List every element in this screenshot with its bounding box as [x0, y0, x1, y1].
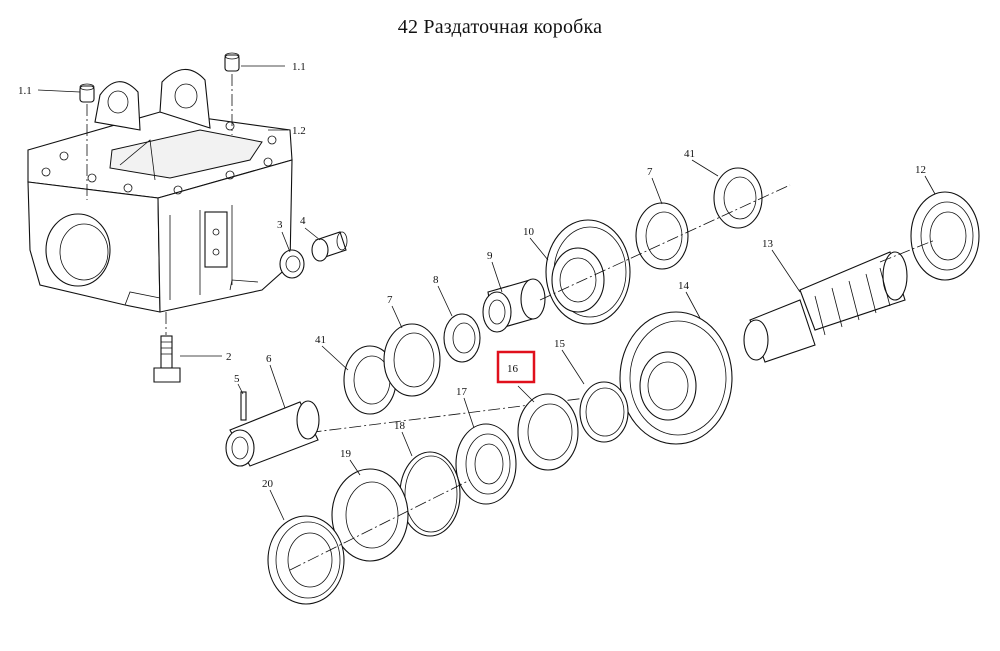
washer-3[interactable] [279, 249, 305, 279]
bolt-2[interactable] [153, 312, 181, 383]
label-14: 14 [678, 280, 690, 292]
washer-7-upper[interactable] [635, 202, 689, 270]
diagram-title: 42 Раздаточная коробка [397, 16, 603, 38]
snap-ring-18[interactable] [399, 451, 461, 537]
plug-4[interactable] [311, 231, 348, 262]
label-18: 18 [394, 420, 406, 432]
gear-14[interactable] [619, 311, 733, 445]
part-labels: 1.1 1.1 1.2 2 3 4 5 6 41 7 8 9 10 7 41 1… [18, 61, 926, 490]
washer-7-lower[interactable] [383, 323, 441, 397]
plug-1-1-left[interactable] [79, 83, 95, 103]
bearing-12[interactable] [910, 191, 980, 281]
label-1-1-right: 1.1 [292, 61, 306, 73]
oil-seal-20[interactable] [267, 515, 345, 605]
label-5: 5 [234, 373, 240, 385]
label-16: 16 [507, 363, 519, 375]
highlight-box-16 [496, 350, 536, 384]
label-9: 9 [487, 250, 493, 262]
label-4: 4 [300, 215, 306, 227]
label-13: 13 [762, 238, 774, 250]
label-41-lower: 41 [315, 334, 326, 346]
gear-10[interactable] [545, 219, 631, 325]
label-12: 12 [915, 164, 926, 176]
thrust-washer-41-lower[interactable] [343, 345, 397, 415]
gearbox-housing[interactable] [27, 68, 293, 313]
label-3: 3 [277, 219, 283, 231]
label-8: 8 [433, 274, 439, 286]
splined-bushing-9[interactable] [482, 278, 546, 333]
ring-8[interactable] [443, 313, 481, 363]
splined-shaft-13[interactable] [743, 251, 908, 363]
ring-16[interactable] [517, 393, 579, 471]
bearing-17[interactable] [455, 423, 517, 505]
cover-19[interactable] [331, 468, 409, 562]
shaft-6[interactable] [225, 400, 320, 467]
circlip-15[interactable] [579, 381, 629, 443]
label-1-2: 1.2 [292, 125, 306, 137]
pin-5[interactable] [240, 391, 247, 421]
label-6: 6 [266, 353, 272, 365]
label-7-upper: 7 [647, 166, 653, 178]
label-17: 17 [456, 386, 468, 398]
label-15: 15 [554, 338, 566, 350]
leader-lines [37, 65, 936, 521]
thrust-washer-41-upper[interactable] [713, 167, 763, 229]
label-41-upper: 41 [684, 148, 695, 160]
label-10: 10 [523, 226, 535, 238]
label-2: 2 [226, 351, 232, 363]
label-19: 19 [340, 448, 352, 460]
label-1-1-left: 1.1 [18, 85, 32, 97]
plug-1-1-right[interactable] [224, 52, 240, 72]
label-20: 20 [262, 478, 274, 490]
label-7-lower: 7 [387, 294, 393, 306]
